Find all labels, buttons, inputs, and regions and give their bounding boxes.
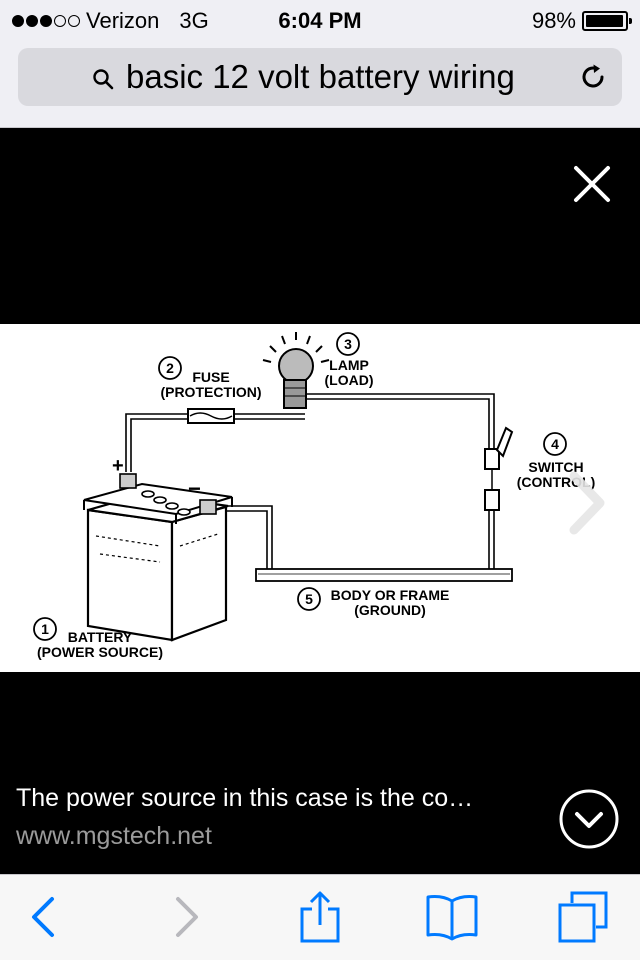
switch-label: SWITCH [528, 459, 583, 475]
signal-dot [68, 15, 80, 27]
lamp-sublabel: (LOAD) [325, 372, 374, 388]
fuse-sublabel: (PROTECTION) [160, 384, 261, 400]
browser-toolbar [0, 874, 640, 960]
wiring-diagram[interactable]: + − 2 3 4 5 1 FUSE (PROTECTION) LAMP (LO… [0, 324, 640, 672]
chevron-right-icon [176, 897, 198, 937]
tabs-button[interactable] [556, 889, 612, 945]
lamp-label: LAMP [329, 357, 369, 373]
battery-fill [586, 15, 624, 27]
reload-icon[interactable] [578, 62, 608, 92]
close-icon[interactable] [570, 162, 614, 206]
chevron-right-icon[interactable] [562, 468, 612, 538]
battery-label: BATTERY [68, 629, 133, 645]
forward-button[interactable] [158, 889, 214, 945]
lamp-number: 3 [344, 336, 352, 352]
fuse-number: 2 [166, 360, 174, 376]
signal-dot [26, 15, 38, 27]
ground-frame [255, 568, 513, 582]
clock: 6:04 PM [278, 8, 362, 33]
chevron-left-icon [32, 897, 54, 937]
positive-sign: + [112, 455, 124, 477]
network-type: 3G [179, 8, 209, 33]
battery-sublabel: (POWER SOURCE) [37, 644, 163, 660]
share-icon [300, 891, 340, 943]
battery-number: 1 [41, 621, 49, 637]
carrier-name: Verizon [86, 8, 160, 33]
battery [83, 473, 233, 642]
battery-percent: 98% [531, 8, 576, 33]
status-bar: Verizon 3G 6:04 PM 98% [0, 0, 640, 40]
signal-dot [54, 15, 66, 27]
book-icon [426, 895, 478, 941]
battery-icon [582, 11, 632, 31]
fuse-label: FUSE [192, 369, 229, 385]
address-bar-area: basic 12 volt battery wiring [0, 40, 640, 128]
ground-number: 5 [305, 591, 313, 607]
signal-strength-icon [12, 15, 80, 27]
battery-status: 98% [531, 8, 632, 34]
share-button[interactable] [292, 889, 348, 945]
bookmarks-button[interactable] [424, 889, 480, 945]
tabs-icon [558, 891, 608, 943]
ground-label: BODY OR FRAME [331, 587, 450, 603]
fuse [187, 408, 235, 424]
signal-dot [40, 15, 52, 27]
image-viewer: + − 2 3 4 5 1 FUSE (PROTECTION) LAMP (LO… [0, 128, 640, 874]
address-bar[interactable]: basic 12 volt battery wiring [18, 48, 622, 106]
chevron-down-circle-icon[interactable] [558, 788, 620, 850]
ground-sublabel: (GROUND) [354, 602, 426, 618]
negative-sign: − [188, 476, 201, 501]
image-caption[interactable]: The power source in this case is the co… [16, 784, 474, 812]
search-query[interactable]: basic 12 volt battery wiring [126, 58, 515, 95]
image-source[interactable]: www.mgstech.net [16, 822, 212, 850]
signal-dot [12, 15, 24, 27]
wire [125, 393, 495, 569]
search-icon [93, 69, 114, 90]
carrier-info: Verizon 3G [12, 8, 209, 34]
switch-number: 4 [551, 436, 559, 452]
switch [484, 426, 514, 511]
lamp [262, 332, 330, 409]
back-button[interactable] [16, 889, 72, 945]
